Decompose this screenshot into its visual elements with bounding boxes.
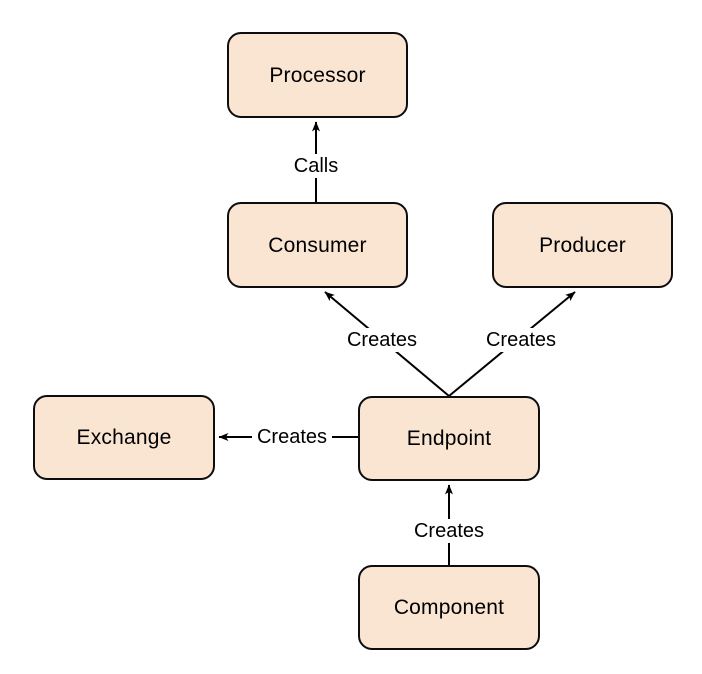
edge-label-creates-endpoint: Creates — [408, 519, 490, 543]
node-label-component: Component — [393, 596, 505, 619]
node-label-processor: Processor — [269, 63, 366, 87]
node-endpoint[interactable]: Endpoint — [358, 396, 540, 481]
node-producer[interactable]: Producer — [492, 202, 673, 288]
edge-label-creates-exchange: Creates — [251, 425, 333, 449]
node-label-exchange: Exchange — [76, 426, 172, 449]
node-component[interactable]: Component — [358, 565, 540, 650]
node-label-producer: Producer — [539, 233, 626, 257]
edge-label-creates-producer: Creates — [480, 328, 562, 352]
node-label-consumer: Consumer — [268, 233, 367, 257]
edge-label-calls: Calls — [288, 154, 344, 178]
node-consumer[interactable]: Consumer — [227, 202, 408, 288]
node-processor[interactable]: Processor — [227, 32, 408, 118]
edge-label-creates-consumer: Creates — [341, 328, 423, 352]
node-exchange[interactable]: Exchange — [33, 395, 215, 480]
node-label-endpoint: Endpoint — [406, 427, 492, 450]
